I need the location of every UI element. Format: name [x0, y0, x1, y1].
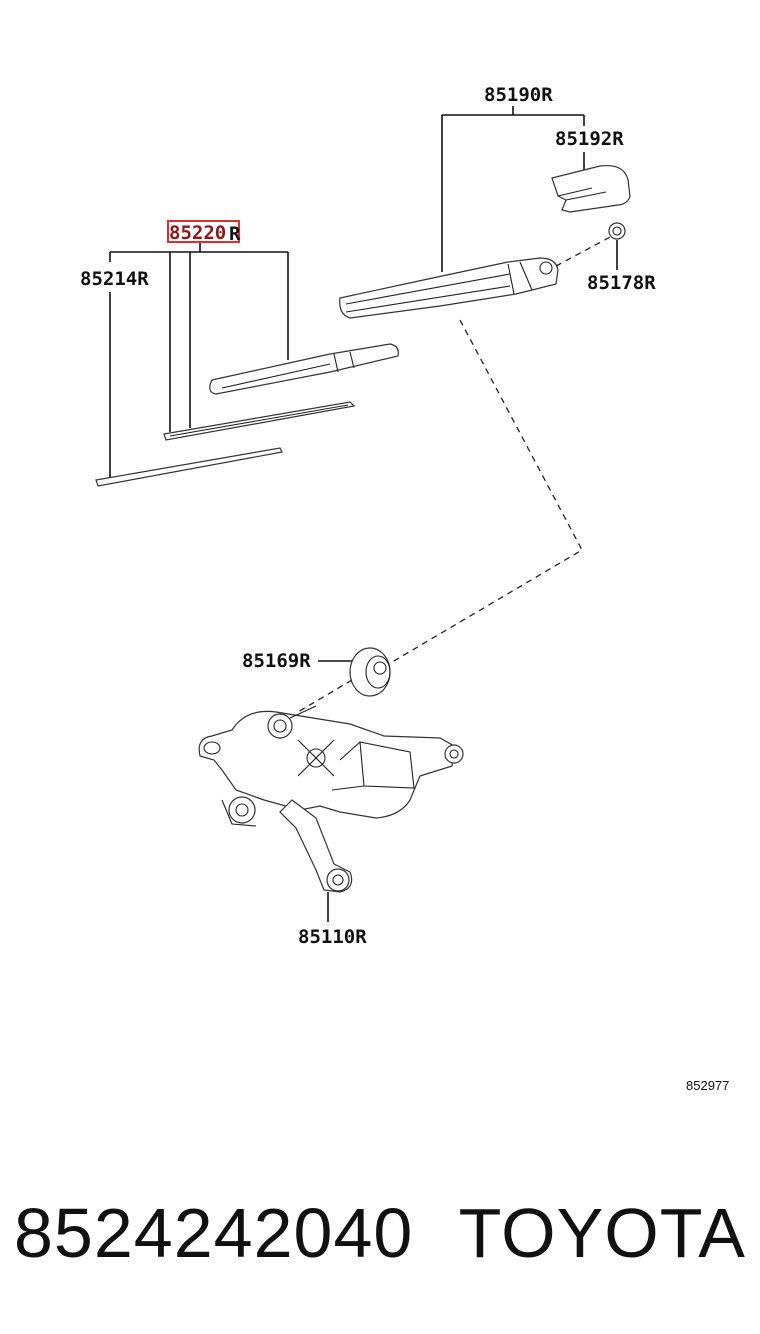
blade-rubber-part: [163, 401, 356, 441]
footer: 8524242040 TOYOTA: [0, 1188, 760, 1278]
wiper-arm-part: [339, 257, 559, 319]
arm-cap-part: [551, 164, 631, 213]
wiper-blade-part: [209, 343, 399, 395]
highlight-box: [167, 220, 240, 243]
label-85220-suffix: R: [229, 223, 241, 245]
label-85214[interactable]: 85214R: [80, 268, 149, 290]
label-85178[interactable]: 85178R: [587, 272, 656, 294]
wiper-motor-part: [198, 705, 464, 893]
brand-name: TOYOTA: [458, 1194, 746, 1272]
part-number: 8524242040: [14, 1194, 414, 1272]
blade-refill-part: [95, 447, 283, 487]
assembly-line-arm-nut: [555, 235, 613, 267]
callout-85220: [109, 243, 289, 478]
label-85169[interactable]: 85169R: [242, 650, 311, 672]
label-85192[interactable]: 85192R: [555, 128, 624, 150]
assembly-line-arm-motor: [381, 319, 583, 669]
label-85190[interactable]: 85190R: [484, 84, 553, 106]
callout-85190: [441, 106, 585, 272]
label-85110[interactable]: 85110R: [298, 926, 367, 948]
label-85220[interactable]: 85220: [169, 222, 226, 244]
diagram-id: 852977: [686, 1078, 729, 1093]
assembly-line-grommet-shaft: [297, 679, 353, 713]
grommet-part: [349, 647, 391, 697]
nut-part: [608, 222, 626, 240]
